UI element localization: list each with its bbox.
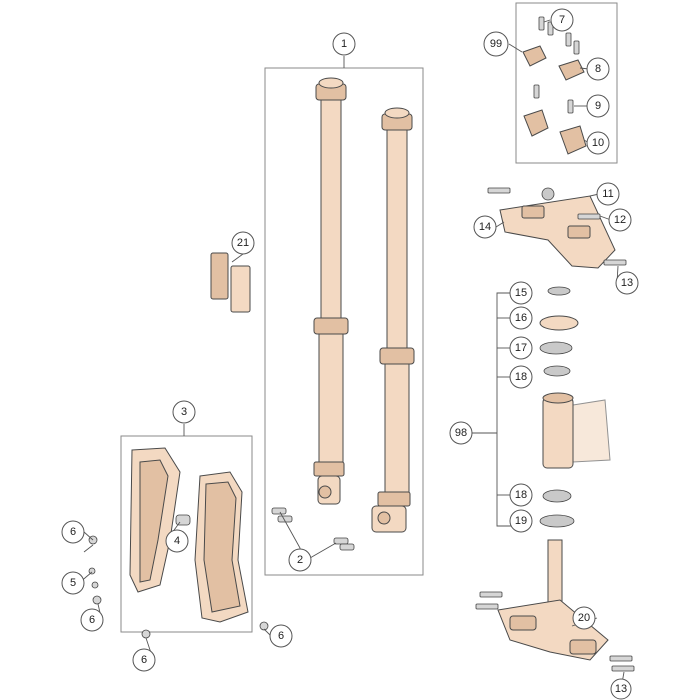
callout-21: 21 <box>231 231 255 255</box>
svg-text:17: 17 <box>515 342 527 354</box>
callout-19: 19 <box>509 509 533 533</box>
svg-text:14: 14 <box>479 221 491 233</box>
callout-17: 17 <box>509 336 533 360</box>
callout-6-a: 6 <box>61 520 85 544</box>
svg-text:21: 21 <box>237 237 249 249</box>
callout-4: 4 <box>165 529 189 553</box>
callout-6-b: 6 <box>80 608 104 632</box>
svg-text:5: 5 <box>70 577 76 589</box>
svg-text:6: 6 <box>278 630 284 642</box>
upper-triple-clamp <box>487 187 627 269</box>
callout-14: 14 <box>473 215 497 239</box>
fork-leg-left <box>313 77 349 505</box>
callout-20: 20 <box>572 606 596 630</box>
svg-text:2: 2 <box>297 554 303 566</box>
callout-16: 16 <box>509 306 533 330</box>
svg-text:10: 10 <box>592 137 604 149</box>
callout-98: 98 <box>449 421 473 445</box>
clamp-bolts-2 <box>271 507 355 551</box>
fork-guard-right <box>194 471 249 623</box>
svg-text:4: 4 <box>174 535 180 547</box>
callout-3: 3 <box>172 400 196 424</box>
callout-10: 10 <box>586 131 610 155</box>
svg-text:13: 13 <box>615 683 627 695</box>
svg-text:13: 13 <box>621 277 633 289</box>
callout-12: 12 <box>608 208 632 232</box>
fork-leg-right <box>371 107 415 533</box>
svg-text:18: 18 <box>515 371 527 383</box>
svg-text:19: 19 <box>515 515 527 527</box>
callout-13-a: 13 <box>615 271 639 295</box>
callout-6-d: 6 <box>269 624 293 648</box>
steering-bearing-stack <box>539 286 611 528</box>
callout-15: 15 <box>509 281 533 305</box>
callout-6-c: 6 <box>132 648 156 672</box>
svg-text:3: 3 <box>181 406 187 418</box>
callout-99: 99 <box>483 31 509 57</box>
callout-8: 8 <box>586 57 610 81</box>
lower-triple-clamp <box>475 539 635 672</box>
callout-18-a: 18 <box>509 365 533 389</box>
svg-text:16: 16 <box>515 312 527 324</box>
callout-1: 1 <box>332 32 356 56</box>
svg-text:11: 11 <box>602 188 613 200</box>
callout-9: 9 <box>586 94 610 118</box>
callout-5: 5 <box>61 571 85 595</box>
svg-text:99: 99 <box>490 38 502 50</box>
callout-13-b: 13 <box>610 678 632 700</box>
svg-text:7: 7 <box>559 14 565 26</box>
svg-text:98: 98 <box>455 427 467 439</box>
svg-text:6: 6 <box>70 526 76 538</box>
svg-text:15: 15 <box>515 287 527 299</box>
clamp-kit-frame <box>515 2 618 164</box>
svg-text:1: 1 <box>341 38 347 50</box>
callout-11: 11 <box>596 182 620 206</box>
clamp-kit-parts <box>522 16 587 155</box>
svg-text:12: 12 <box>614 214 626 226</box>
callout-7: 7 <box>550 8 574 32</box>
callout-2: 2 <box>288 548 312 572</box>
callout-18-b: 18 <box>509 483 533 507</box>
svg-text:18: 18 <box>515 489 527 501</box>
pads-21 <box>210 252 251 313</box>
svg-text:8: 8 <box>595 63 601 75</box>
svg-text:6: 6 <box>141 654 147 666</box>
svg-text:9: 9 <box>595 100 601 112</box>
fork-guard-frame <box>120 435 253 633</box>
fork-guard-left <box>129 447 181 593</box>
svg-text:20: 20 <box>578 612 590 624</box>
svg-text:6: 6 <box>89 614 95 626</box>
